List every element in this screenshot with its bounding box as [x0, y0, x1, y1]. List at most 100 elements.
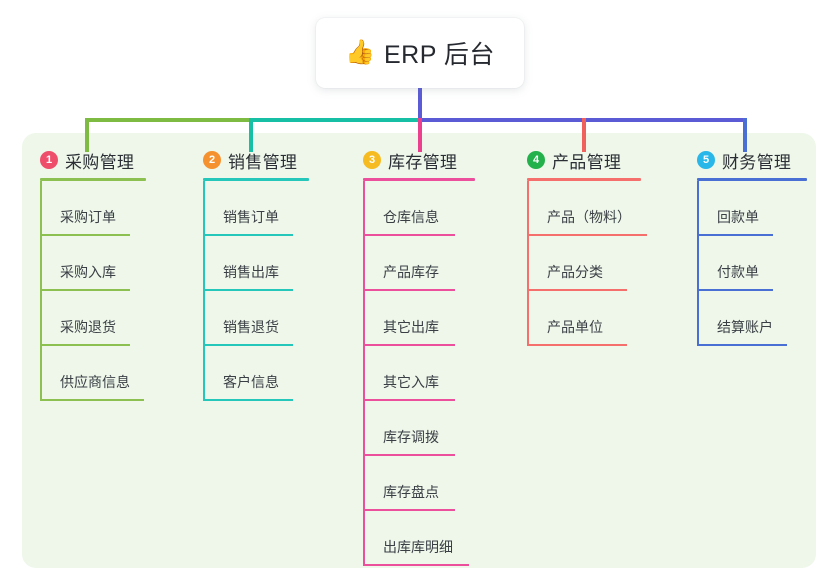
- list-item-label: 产品单位: [547, 319, 603, 335]
- list-item[interactable]: 库存盘点: [363, 456, 475, 511]
- list-item[interactable]: 产品库存: [363, 236, 475, 291]
- list-item-label: 销售出库: [223, 264, 279, 280]
- list-item-label: 供应商信息: [60, 374, 130, 390]
- column-header-1[interactable]: 1 采购管理: [40, 148, 146, 172]
- column-spine-1: [40, 181, 42, 401]
- root-node[interactable]: 👍 ERP 后台: [316, 18, 524, 88]
- list-item[interactable]: 客户信息: [203, 346, 309, 401]
- list-item[interactable]: 采购退货: [40, 291, 146, 346]
- list-item-underline: [527, 344, 627, 346]
- column-title-4: 产品管理: [552, 152, 622, 172]
- list-item-underline: [363, 344, 455, 346]
- column-badge-2: 2: [203, 151, 221, 169]
- thumbs-up-icon: 👍: [345, 39, 375, 66]
- column-underline-5: [697, 178, 807, 181]
- list-item-label: 库存盘点: [383, 484, 439, 500]
- list-item-underline: [363, 454, 455, 456]
- list-item-label: 产品（物料）: [547, 209, 631, 225]
- column-header-3[interactable]: 3 库存管理: [363, 148, 475, 172]
- list-item-label: 产品分类: [547, 264, 603, 280]
- list-item-label: 其它出库: [383, 319, 439, 335]
- list-item-label: 其它入库: [383, 374, 439, 390]
- list-item[interactable]: 仓库信息: [363, 181, 475, 236]
- list-item-label: 产品库存: [383, 264, 439, 280]
- root-title: ERP 后台: [383, 41, 495, 69]
- column-underline-4: [527, 178, 641, 181]
- column-badge-1: 1: [40, 151, 58, 169]
- list-item[interactable]: 销售订单: [203, 181, 309, 236]
- column-underline-2: [203, 178, 309, 181]
- column-items-5: 回款单付款单结算账户: [697, 181, 807, 346]
- list-item[interactable]: 产品单位: [527, 291, 641, 346]
- list-item-label: 库存调拨: [383, 429, 439, 445]
- column-header-5[interactable]: 5 财务管理: [697, 148, 807, 172]
- column-spine-4: [527, 181, 529, 346]
- list-item[interactable]: 销售退货: [203, 291, 309, 346]
- list-item-underline: [40, 399, 144, 401]
- list-item-underline: [40, 344, 130, 346]
- list-item-label: 客户信息: [223, 374, 279, 390]
- list-item-label: 采购订单: [60, 209, 116, 225]
- column-header-4[interactable]: 4 产品管理: [527, 148, 641, 172]
- column-1: 1 采购管理采购订单采购入库采购退货供应商信息: [40, 148, 146, 401]
- list-item-underline: [203, 289, 293, 291]
- list-item-label: 回款单: [717, 209, 759, 225]
- list-item[interactable]: 结算账户: [697, 291, 807, 346]
- column-title-1: 采购管理: [65, 152, 135, 172]
- column-5: 5 财务管理回款单付款单结算账户: [697, 148, 807, 346]
- list-item[interactable]: 销售出库: [203, 236, 309, 291]
- list-item[interactable]: 采购订单: [40, 181, 146, 236]
- list-item-underline: [363, 509, 455, 511]
- list-item-underline: [40, 289, 130, 291]
- list-item-underline: [363, 564, 469, 566]
- list-item[interactable]: 其它入库: [363, 346, 475, 401]
- list-item-label: 出库库明细: [383, 539, 453, 555]
- column-2: 2 销售管理销售订单销售出库销售退货客户信息: [203, 148, 309, 401]
- list-item-underline: [527, 289, 627, 291]
- list-item[interactable]: 产品分类: [527, 236, 641, 291]
- list-item[interactable]: 库存调拨: [363, 401, 475, 456]
- list-item-underline: [40, 234, 130, 236]
- column-underline-1: [40, 178, 146, 181]
- column-spine-3: [363, 181, 365, 566]
- list-item-label: 销售退货: [223, 319, 279, 335]
- list-item-underline: [697, 289, 773, 291]
- list-item-label: 采购入库: [60, 264, 116, 280]
- list-item[interactable]: 供应商信息: [40, 346, 146, 401]
- list-item[interactable]: 产品（物料）: [527, 181, 647, 236]
- column-header-2[interactable]: 2 销售管理: [203, 148, 309, 172]
- list-item[interactable]: 其它出库: [363, 291, 475, 346]
- list-item-underline: [203, 399, 293, 401]
- list-item-underline: [697, 344, 787, 346]
- column-items-4: 产品（物料） 产品分类产品单位: [527, 181, 647, 346]
- list-item-underline: [203, 234, 293, 236]
- list-item-underline: [527, 234, 647, 236]
- list-item-label: 仓库信息: [383, 209, 439, 225]
- list-item-label: 采购退货: [60, 319, 116, 335]
- list-item-label: 结算账户: [717, 319, 773, 335]
- list-item-underline: [363, 399, 455, 401]
- column-spine-5: [697, 181, 699, 346]
- list-item-underline: [697, 234, 773, 236]
- list-item-underline: [363, 289, 455, 291]
- column-spine-2: [203, 181, 205, 401]
- column-badge-4: 4: [527, 151, 545, 169]
- column-4: 4 产品管理产品（物料） 产品分类产品单位: [527, 148, 647, 346]
- column-items-3: 仓库信息产品库存其它出库其它入库库存调拨库存盘点出库库明细: [363, 181, 475, 566]
- list-item-underline: [363, 234, 455, 236]
- diagram-panel: [22, 133, 816, 568]
- column-badge-5: 5: [697, 151, 715, 169]
- list-item[interactable]: 出库库明细: [363, 511, 475, 566]
- list-item-label: 付款单: [717, 264, 759, 280]
- column-items-1: 采购订单采购入库采购退货供应商信息: [40, 181, 146, 401]
- list-item[interactable]: 付款单: [697, 236, 807, 291]
- list-item[interactable]: 回款单: [697, 181, 807, 236]
- column-3: 3 库存管理仓库信息产品库存其它出库其它入库库存调拨库存盘点出库库明细: [363, 148, 475, 566]
- column-title-2: 销售管理: [228, 152, 298, 172]
- column-title-3: 库存管理: [388, 152, 458, 172]
- list-item[interactable]: 采购入库: [40, 236, 146, 291]
- column-badge-3: 3: [363, 151, 381, 169]
- column-title-5: 财务管理: [722, 152, 792, 172]
- list-item-label: 销售订单: [223, 209, 279, 225]
- column-items-2: 销售订单销售出库销售退货客户信息: [203, 181, 309, 401]
